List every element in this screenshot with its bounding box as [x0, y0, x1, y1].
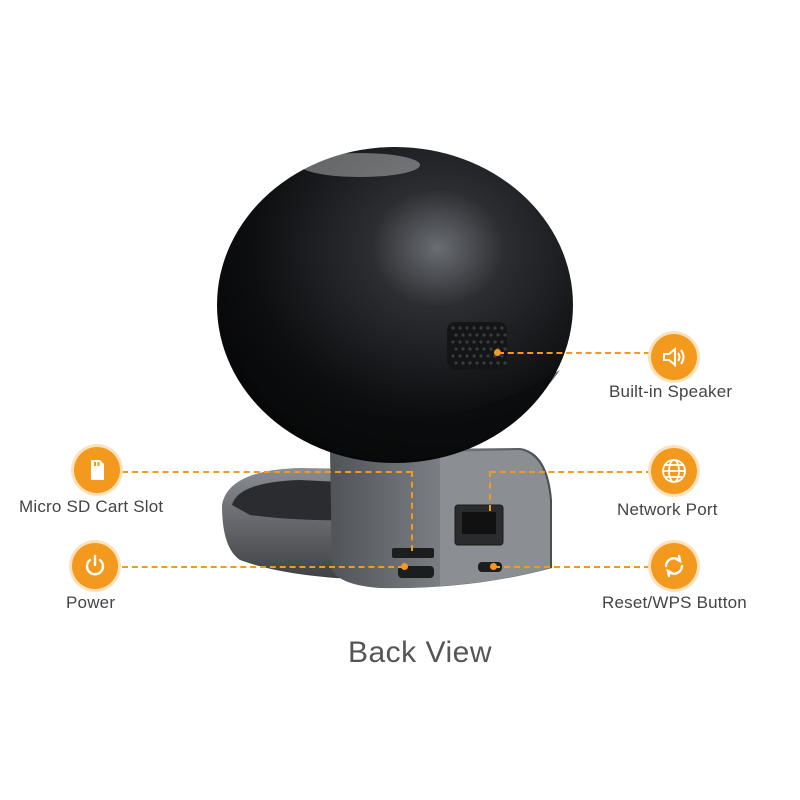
caption: Back View [347, 636, 492, 669]
leader-network-vertical [489, 471, 491, 511]
grille-hole [465, 340, 469, 344]
leader-sd [122, 471, 412, 473]
grille-hole [496, 333, 500, 337]
grille-hole [475, 347, 479, 351]
grille-hole [468, 333, 472, 337]
network-port-label: Network Port [617, 500, 718, 519]
leader-dot-reset [490, 563, 497, 570]
grille-hole [503, 361, 507, 365]
power-icon [72, 543, 118, 589]
grille-hole [486, 354, 490, 358]
grille-hole [472, 354, 476, 358]
grille-hole [479, 340, 483, 344]
refresh-icon [651, 543, 697, 589]
sd-card-icon [74, 447, 120, 493]
grille-hole [451, 326, 455, 330]
grille-hole [475, 333, 479, 337]
grille-hole [465, 354, 469, 358]
grille-hole [454, 333, 458, 337]
globe-icon [651, 448, 697, 494]
speaker-label: Built-in Speaker [609, 382, 733, 401]
grille-hole [479, 326, 483, 330]
grille-hole [458, 326, 462, 330]
grille-hole [472, 326, 476, 330]
grille-hole [500, 326, 504, 330]
leader-dot-speaker [494, 349, 501, 356]
grille-hole [489, 361, 493, 365]
grille-hole [486, 340, 490, 344]
sd-slot [392, 548, 434, 558]
grille-hole [472, 340, 476, 344]
grille-hole [482, 361, 486, 365]
camera-ball [217, 147, 573, 463]
grille-hole [458, 340, 462, 344]
power-label: Power [66, 593, 116, 612]
grille-hole [451, 340, 455, 344]
sd-slot-label: Micro SD Cart Slot [19, 497, 164, 516]
grille-hole [465, 326, 469, 330]
grille-hole [486, 326, 490, 330]
grille-hole [461, 333, 465, 337]
grille-hole [493, 340, 497, 344]
grille-hole [475, 361, 479, 365]
speaker-icon [651, 334, 697, 380]
grille-hole [503, 333, 507, 337]
leader-power [122, 566, 404, 568]
leader-dot-power [401, 563, 408, 570]
grille-hole [489, 333, 493, 337]
power-port [398, 566, 434, 578]
grille-hole [479, 354, 483, 358]
grille-hole [489, 347, 493, 351]
grille-hole [468, 347, 472, 351]
leader-reset [494, 566, 650, 568]
grille-hole [500, 354, 504, 358]
grille-hole [454, 361, 458, 365]
grille-hole [454, 347, 458, 351]
grille-hole [451, 354, 455, 358]
leader-speaker [498, 352, 650, 354]
leader-sd-vertical [411, 471, 413, 551]
reset-wps-label: Reset/WPS Button [602, 593, 747, 612]
grille-hole [468, 361, 472, 365]
grille-hole [496, 361, 500, 365]
grille-hole [458, 354, 462, 358]
leader-network [490, 471, 652, 473]
grille-hole [482, 333, 486, 337]
grille-hole [493, 326, 497, 330]
grille-hole [500, 340, 504, 344]
grille-hole [482, 347, 486, 351]
grille-hole [461, 361, 465, 365]
grille-hole [503, 347, 507, 351]
grille-hole [461, 347, 465, 351]
